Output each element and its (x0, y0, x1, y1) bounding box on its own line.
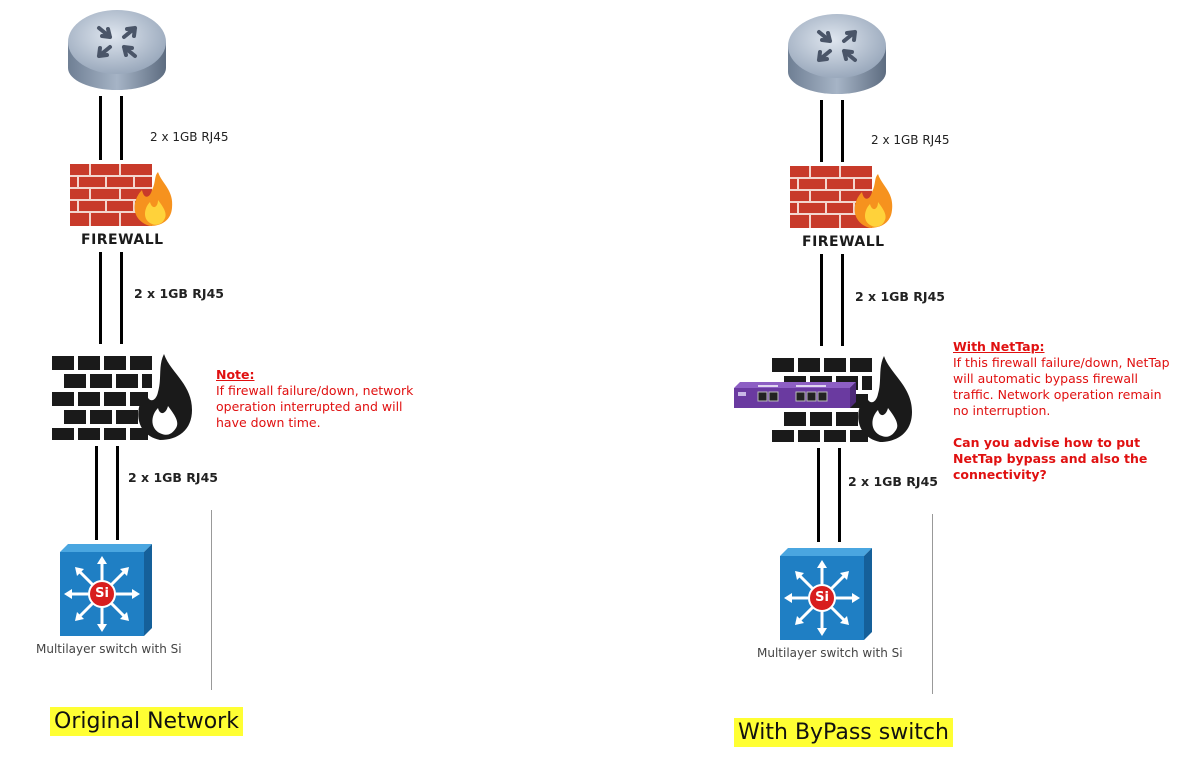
left-link-label-1: 2 x 1GB RJ45 (150, 130, 229, 144)
right-si-label: Si (815, 590, 829, 605)
right-link-label-1: 2 x 1GB RJ45 (871, 133, 950, 147)
firewall-black-icon (52, 354, 192, 440)
multilayer-switch-icon (60, 544, 152, 636)
nettap-device-icon (734, 382, 856, 408)
left-banner: Original Network (50, 707, 243, 736)
left-firewall-caption: FIREWALL (81, 232, 164, 248)
multilayer-switch-icon (780, 548, 872, 640)
right-link-label-2: 2 x 1GB RJ45 (855, 289, 945, 304)
right-note: With NetTap: If this firewall failure/do… (953, 339, 1173, 483)
right-divider (932, 514, 933, 694)
left-note: Note: If firewall failure/down, network … (216, 367, 434, 431)
left-switch-caption: Multilayer switch with Si (36, 642, 182, 656)
firewall-brick-icon (790, 166, 893, 228)
left-note-body: If firewall failure/down, network operat… (216, 383, 414, 430)
right-link-label-3: 2 x 1GB RJ45 (848, 474, 938, 489)
right-note-body: If this firewall failure/down, NetTap wi… (953, 355, 1170, 418)
left-link-label-2: 2 x 1GB RJ45 (134, 286, 224, 301)
router-icon (788, 14, 886, 94)
left-si-label: Si (95, 586, 109, 601)
left-divider (211, 510, 212, 690)
left-link-label-3: 2 x 1GB RJ45 (128, 470, 218, 485)
right-note-heading: With NetTap: (953, 339, 1045, 354)
right-note-question: Can you advise how to put NetTap bypass … (953, 435, 1148, 482)
router-icon (68, 10, 166, 90)
firewall-brick-icon (70, 164, 173, 226)
right-switch-caption: Multilayer switch with Si (757, 646, 903, 660)
left-note-heading: Note: (216, 367, 255, 382)
right-banner: With ByPass switch (734, 718, 953, 747)
right-firewall-caption: FIREWALL (802, 234, 885, 250)
